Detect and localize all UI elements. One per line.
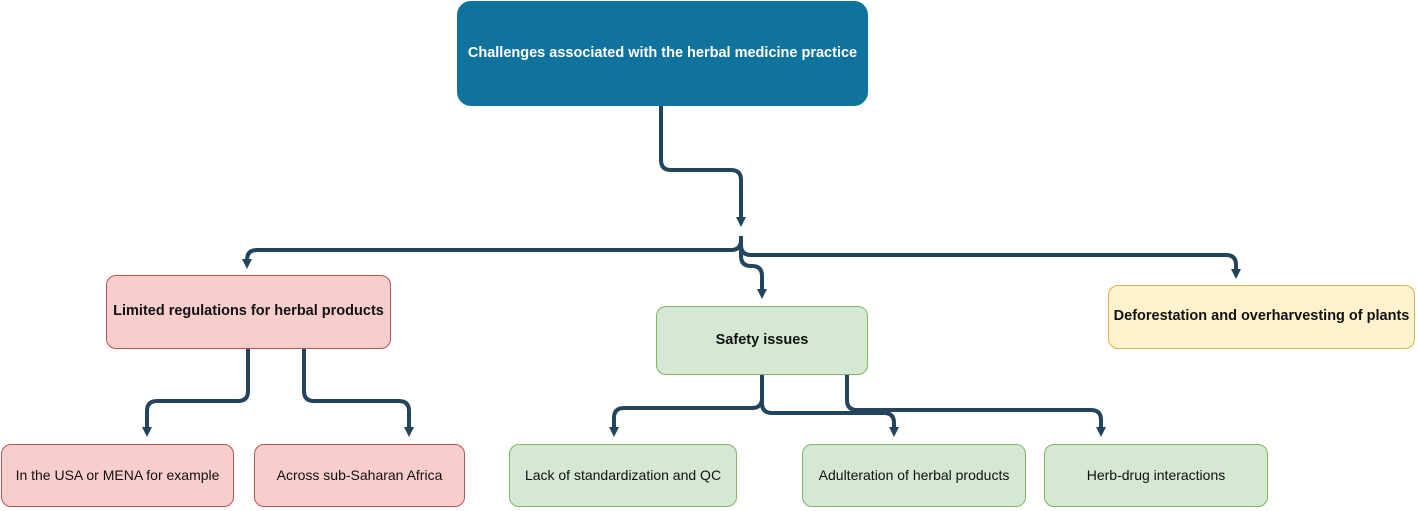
connector-junction-to-deforestation [739, 236, 1241, 279]
deforestation-node: Deforestation and overharvesting of plan… [1108, 285, 1415, 349]
connector-junction-to-safety [739, 236, 767, 299]
root-node: Challenges associated with the herbal me… [457, 1, 868, 106]
usa-mena-node: In the USA or MENA for example [1, 444, 234, 507]
herb-drug-interactions-node: Herb-drug interactions [1044, 444, 1268, 507]
connector-regulations-to-sub-saharan [302, 349, 414, 437]
adulteration-node: Adulteration of herbal products [802, 444, 1026, 507]
connector-regulations-to-usa-mena [142, 349, 250, 437]
connector-safety-to-herb-drug [845, 375, 1106, 437]
connector-junction-to-regulations [242, 236, 743, 269]
connector-root-to-junction [659, 106, 746, 227]
regulations-node: Limited regulations for herbal products [106, 275, 391, 349]
safety-issues-node: Safety issues [656, 306, 868, 375]
connector-safety-to-adulteration [760, 375, 899, 437]
connector-safety-to-standardization [609, 375, 764, 437]
standardization-qc-node: Lack of standardization and QC [509, 444, 737, 507]
sub-saharan-node: Across sub-Saharan Africa [254, 444, 465, 507]
